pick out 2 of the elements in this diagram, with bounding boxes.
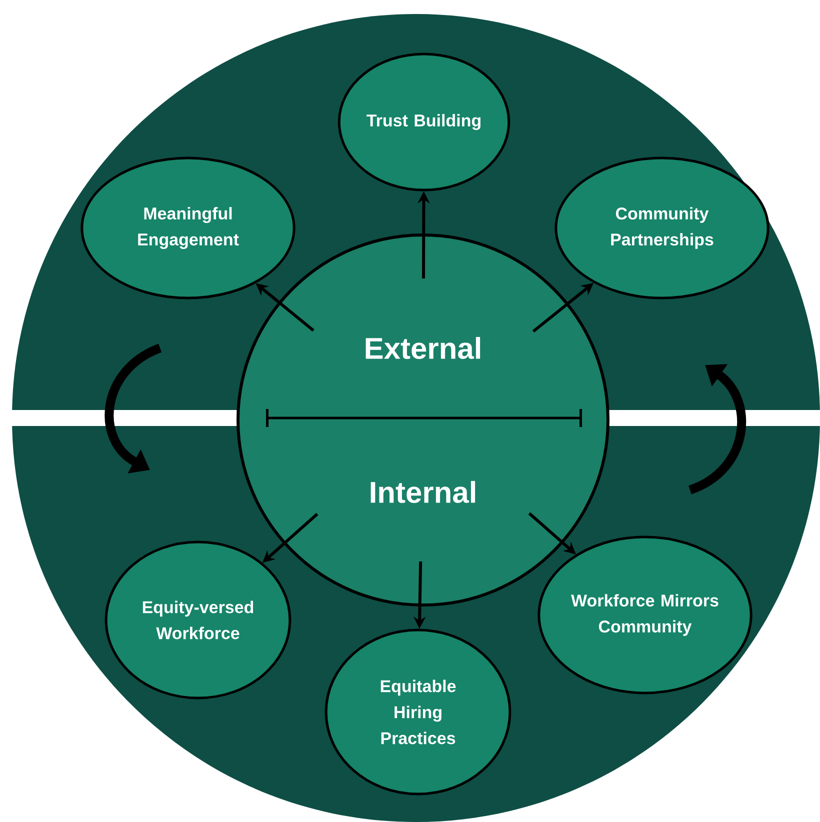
section-label: External [366, 336, 480, 360]
section-label: Internal [370, 480, 476, 504]
